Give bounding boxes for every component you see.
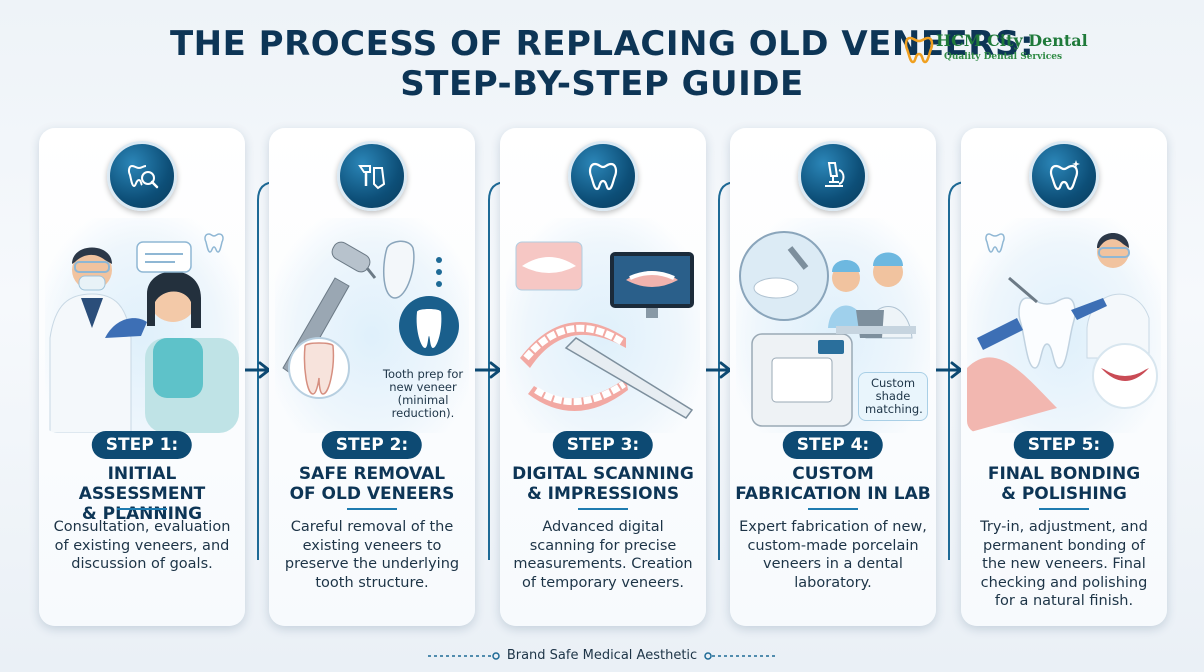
step-description: Advanced digital scanning for precise me… bbox=[513, 519, 693, 591]
step-number-badge: STEP 2: bbox=[321, 431, 423, 459]
step-title-line-1: CUSTOM bbox=[792, 464, 874, 484]
step-number-badge: STEP 3: bbox=[552, 431, 654, 459]
step-card-3: STEP 3: DIGITAL SCANNING & IMPRESSIONS A… bbox=[500, 128, 706, 626]
step-card-4: Custom shade matching. STEP 4: CUSTOM FA… bbox=[730, 128, 936, 626]
step-title: SAFE REMOVAL OF OLD VENEERS bbox=[273, 464, 471, 504]
tooth-prep-callout: Tooth prep for new veneer (minimal reduc… bbox=[382, 367, 464, 420]
step-description: Expert fabrication of new, custom-made p… bbox=[739, 519, 927, 591]
step-number-badge: STEP 5: bbox=[1013, 431, 1115, 459]
step-description: Consultation, evaluation of existing ven… bbox=[53, 519, 231, 572]
step-card-5: STEP 5: FINAL BONDING & POLISHING Try-in… bbox=[961, 128, 1167, 626]
footer-decoration-left bbox=[428, 652, 500, 660]
step-title-line-2: OF OLD VENEERS bbox=[289, 484, 455, 504]
dental-lab-illustration: Custom shade matching. bbox=[736, 218, 930, 433]
tooth-logo-icon bbox=[904, 36, 934, 64]
step-title-line-2: & PLANNING bbox=[81, 504, 203, 524]
digital-scan-illustration bbox=[506, 218, 700, 433]
step-title-line-1: FINAL BONDING bbox=[987, 464, 1141, 484]
step-title-line-1: SAFE REMOVAL bbox=[298, 464, 446, 484]
logo-tagline: Quality Dental Services bbox=[944, 52, 1063, 62]
footer-decoration-right bbox=[704, 652, 776, 660]
divider bbox=[347, 508, 397, 510]
shade-matching-callout: Custom shade matching. bbox=[858, 372, 928, 421]
step-title: DIGITAL SCANNING & IMPRESSIONS bbox=[504, 464, 702, 504]
step-number-badge: STEP 1: bbox=[91, 431, 193, 459]
divider bbox=[808, 508, 858, 510]
step-title: FINAL BONDING & POLISHING bbox=[965, 464, 1163, 504]
step-title: CUSTOM FABRICATION IN LAB bbox=[734, 464, 932, 504]
title-line-1: THE PROCESS OF REPLACING OLD VENEERS: bbox=[169, 24, 1035, 64]
step-card-2: Tooth prep for new veneer (minimal reduc… bbox=[269, 128, 475, 626]
step-title-line-1: DIGITAL SCANNING bbox=[512, 464, 694, 484]
consultation-illustration bbox=[45, 218, 239, 433]
step-number-badge: STEP 4: bbox=[782, 431, 884, 459]
logo-name: HCM City Dental bbox=[936, 31, 1088, 50]
dental-drill-icon bbox=[337, 141, 407, 211]
step-title-line-2: & POLISHING bbox=[1001, 484, 1127, 504]
step-title: INITIAL ASSESSMENT & PLANNING bbox=[43, 464, 241, 524]
microscope-icon bbox=[798, 141, 868, 211]
divider bbox=[578, 508, 628, 510]
page-title: THE PROCESS OF REPLACING OLD VENEERS: ST… bbox=[0, 24, 1204, 104]
footer-text: Brand Safe Medical Aesthetic bbox=[506, 648, 698, 663]
step-title-line-1: INITIAL ASSESSMENT bbox=[78, 464, 206, 504]
divider bbox=[1039, 508, 1089, 510]
step-title-line-2: & IMPRESSIONS bbox=[526, 484, 680, 504]
sparkling-tooth-icon bbox=[1029, 141, 1099, 211]
clinic-logo: HCM City Dental Quality Dental Services bbox=[900, 30, 1090, 70]
tooth-magnifier-icon bbox=[107, 141, 177, 211]
veneer-removal-illustration: Tooth prep for new veneer (minimal reduc… bbox=[275, 218, 469, 433]
step-description: Try-in, adjustment, and permanent bondin… bbox=[980, 519, 1148, 609]
step-title-line-2: FABRICATION IN LAB bbox=[735, 484, 931, 504]
tooth-icon bbox=[568, 141, 638, 211]
step-description: Careful removal of the existing veneers … bbox=[284, 519, 460, 591]
bonding-polishing-illustration bbox=[967, 218, 1161, 433]
divider bbox=[117, 508, 167, 510]
title-line-2: STEP-BY-STEP GUIDE bbox=[400, 64, 804, 104]
step-card-1: STEP 1: INITIAL ASSESSMENT & PLANNING Co… bbox=[39, 128, 245, 626]
